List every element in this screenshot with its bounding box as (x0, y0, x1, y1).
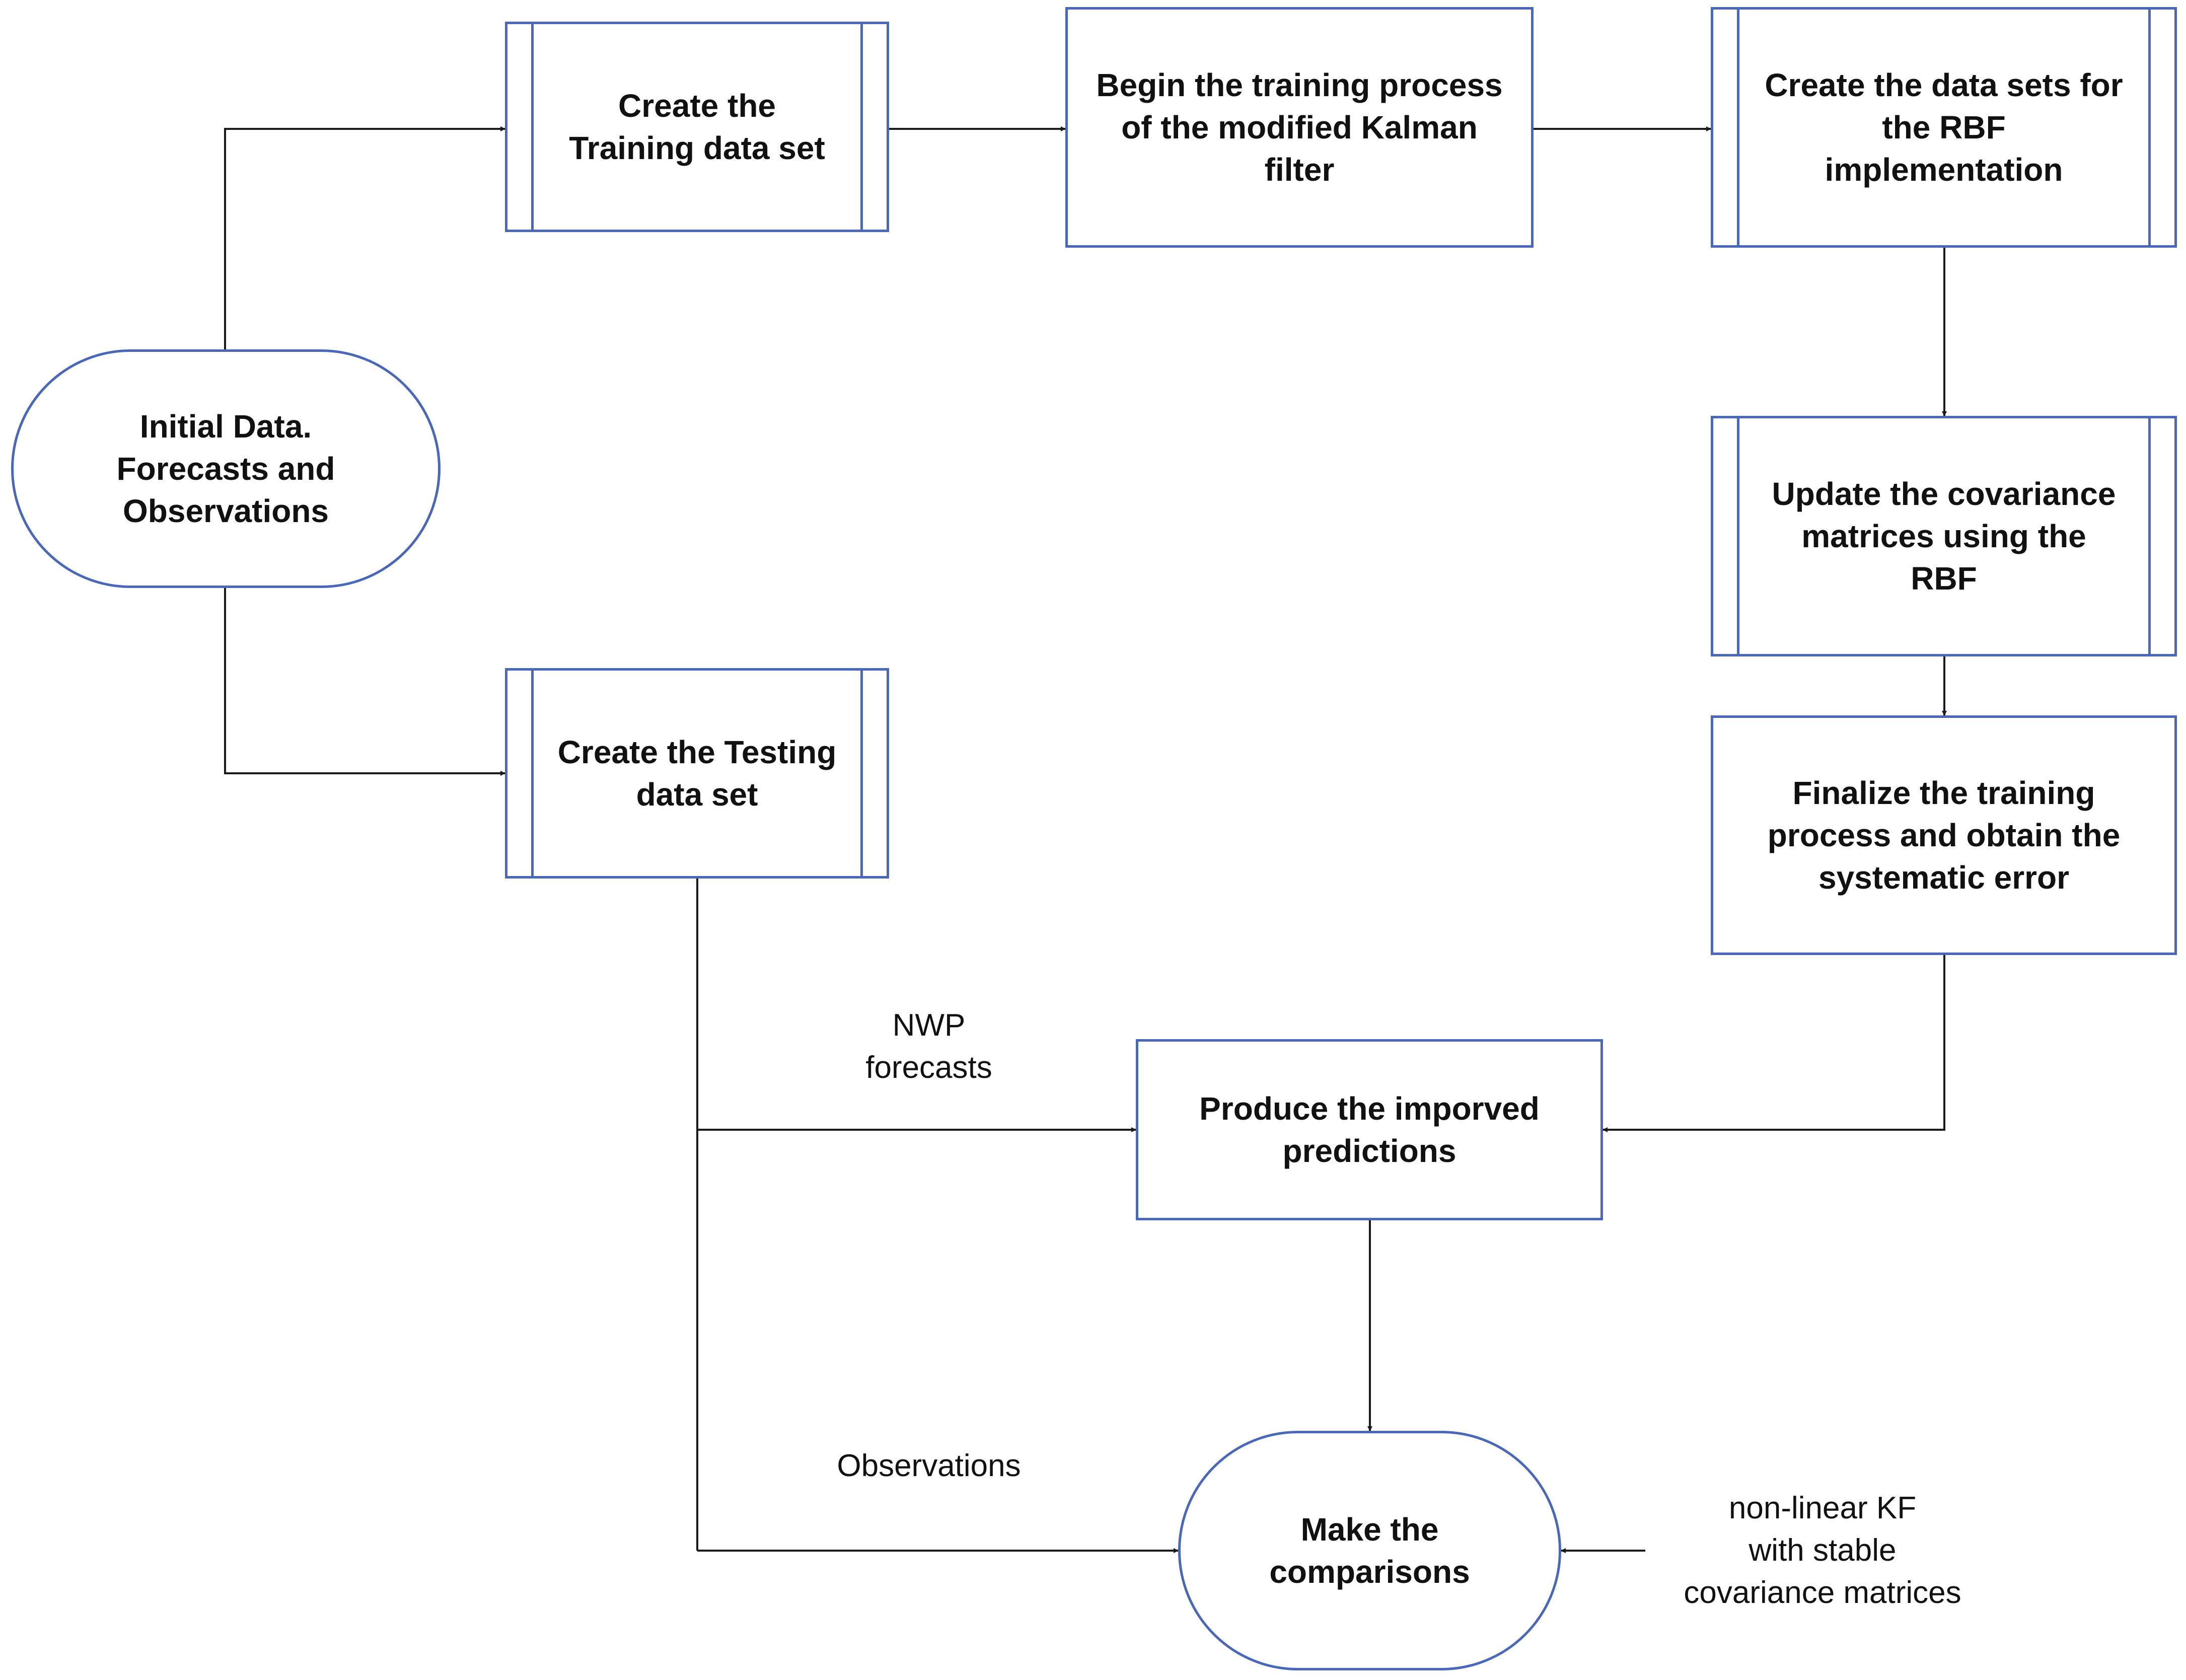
label-nonlinear-kf: non-linear KF with stable covariance mat… (1684, 1491, 1961, 1610)
node-label: Finalize the training process and obtain… (1767, 775, 2121, 896)
connector-initial-to-training (224, 126, 505, 350)
connector-initial-to-testing (224, 587, 505, 776)
node-label: Make the comparisons (1269, 1511, 1470, 1590)
connector-finalize-to-produce (1602, 955, 1945, 1132)
start-node-initial-data: Initial Data. Forecasts and Observations (11, 349, 441, 588)
node-label: Update the covariance matrices using the… (1772, 476, 2116, 597)
step-finalize-training: Finalize the training process and obtain… (1711, 715, 2177, 955)
process-create-training-set: Create the Training data set (505, 22, 889, 232)
node-label: Begin the training process of the modifi… (1096, 67, 1503, 188)
process-create-testing-set: Create the Testing data set (505, 668, 889, 879)
process-update-covariance: Update the covariance matrices using the… (1711, 416, 2177, 656)
node-label: Initial Data. Forecasts and Observations (116, 408, 335, 529)
node-label: Create the Training data set (569, 88, 825, 166)
label-nwp-forecasts: NWP forecasts (865, 1008, 992, 1085)
step-produce-predictions: Produce the imporved predictions (1136, 1039, 1603, 1220)
process-create-rbf-sets: Create the data sets for the RBF impleme… (1711, 7, 2177, 248)
label-observations: Observations (837, 1448, 1021, 1483)
node-label: Produce the imporved predictions (1199, 1090, 1540, 1169)
end-node-make-comparisons: Make the comparisons (1178, 1431, 1561, 1670)
node-label: Create the Testing data set (557, 734, 837, 813)
node-label: Create the data sets for the RBF impleme… (1765, 67, 2123, 188)
step-begin-training: Begin the training process of the modifi… (1065, 7, 1534, 248)
